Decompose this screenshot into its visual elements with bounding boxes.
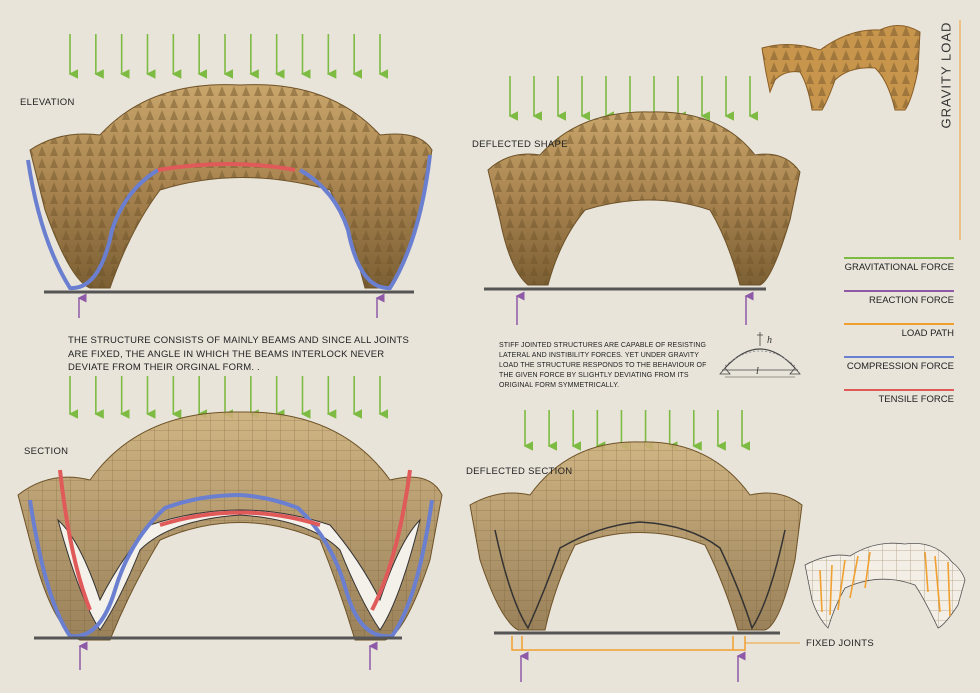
title-box: GRAVITY LOAD	[936, 20, 956, 130]
gravity-arrows-section	[68, 376, 388, 419]
section-structure	[17, 411, 443, 670]
deflected-section-structure	[469, 441, 803, 682]
structure-note: THE STRUCTURE CONSISTS OF MAINLY BEAMS A…	[68, 335, 410, 373]
legend-swatch	[844, 356, 954, 358]
model-photo	[761, 25, 921, 111]
deflection-h-label: h	[767, 335, 772, 346]
load-path-wireframe	[804, 542, 966, 629]
page-title: GRAVITY LOAD	[938, 21, 954, 129]
legend-swatch	[844, 389, 954, 391]
label-fixed-joints: FIXED JOINTS	[806, 638, 874, 649]
label-elevation: ELEVATION	[20, 97, 75, 108]
stiff-joint-note: STIFF JOINTED STRUCTURES ARE CAPABLE OF …	[499, 342, 707, 389]
compression-curve-right	[299, 154, 432, 291]
legend-swatch	[844, 290, 954, 292]
gravity-arrows-deflected-shape	[508, 76, 758, 121]
deflection-diagram: h l	[719, 332, 801, 378]
section-compression-right	[239, 493, 434, 639]
section-tensile-inner	[58, 469, 412, 611]
legend-item-label: GRAVITATIONAL FORCE	[844, 262, 954, 273]
label-section: SECTION	[24, 446, 69, 457]
legend-item-label: TENSILE FORCE	[878, 394, 955, 405]
section-compression-left	[28, 493, 241, 639]
legend-item-label: REACTION FORCE	[869, 295, 954, 306]
elevation-structure	[26, 84, 433, 318]
legend-item-label: COMPRESSION FORCE	[846, 361, 954, 372]
legend-swatch	[844, 323, 954, 325]
legend-item-label: LOAD PATH	[901, 328, 954, 339]
gravity-arrows-elevation	[68, 34, 388, 79]
tensile-curve	[157, 162, 296, 172]
deflected-shape-structure	[484, 111, 801, 325]
compression-curve-left	[26, 159, 160, 291]
label-deflected-section: DEFLECTED SECTION	[466, 466, 573, 477]
legend-swatch	[844, 257, 954, 259]
deflection-l-label: l	[756, 366, 759, 377]
gravity-arrows-deflected-section	[523, 410, 750, 451]
label-deflected-shape: DEFLECTED SHAPE	[472, 139, 568, 150]
